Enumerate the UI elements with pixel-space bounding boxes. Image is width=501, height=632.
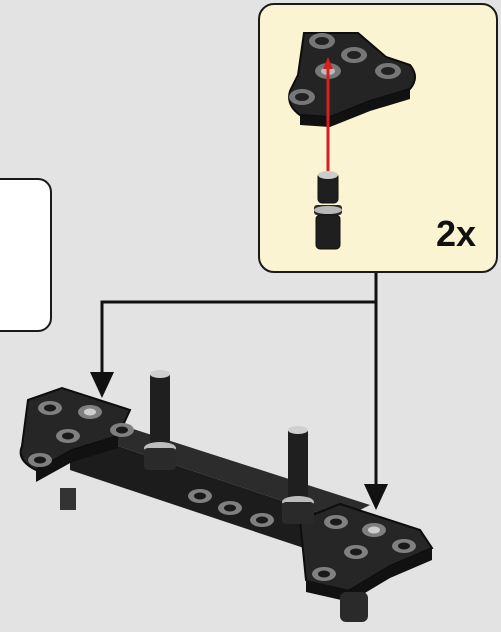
frame-icon <box>19 370 434 622</box>
submodel-illustration <box>288 32 416 250</box>
submodel-callout: 2x <box>258 3 498 273</box>
arrow-down-icon <box>364 484 388 510</box>
pin-icon <box>282 426 314 524</box>
quantity-label: 2x <box>435 213 476 254</box>
arrow-down-icon <box>90 372 114 398</box>
guide-arrowhead <box>323 57 333 69</box>
previous-step-callout <box>0 178 52 332</box>
pin-icon <box>314 171 342 250</box>
connector-line-left <box>100 273 378 372</box>
pin-icon <box>144 370 176 470</box>
